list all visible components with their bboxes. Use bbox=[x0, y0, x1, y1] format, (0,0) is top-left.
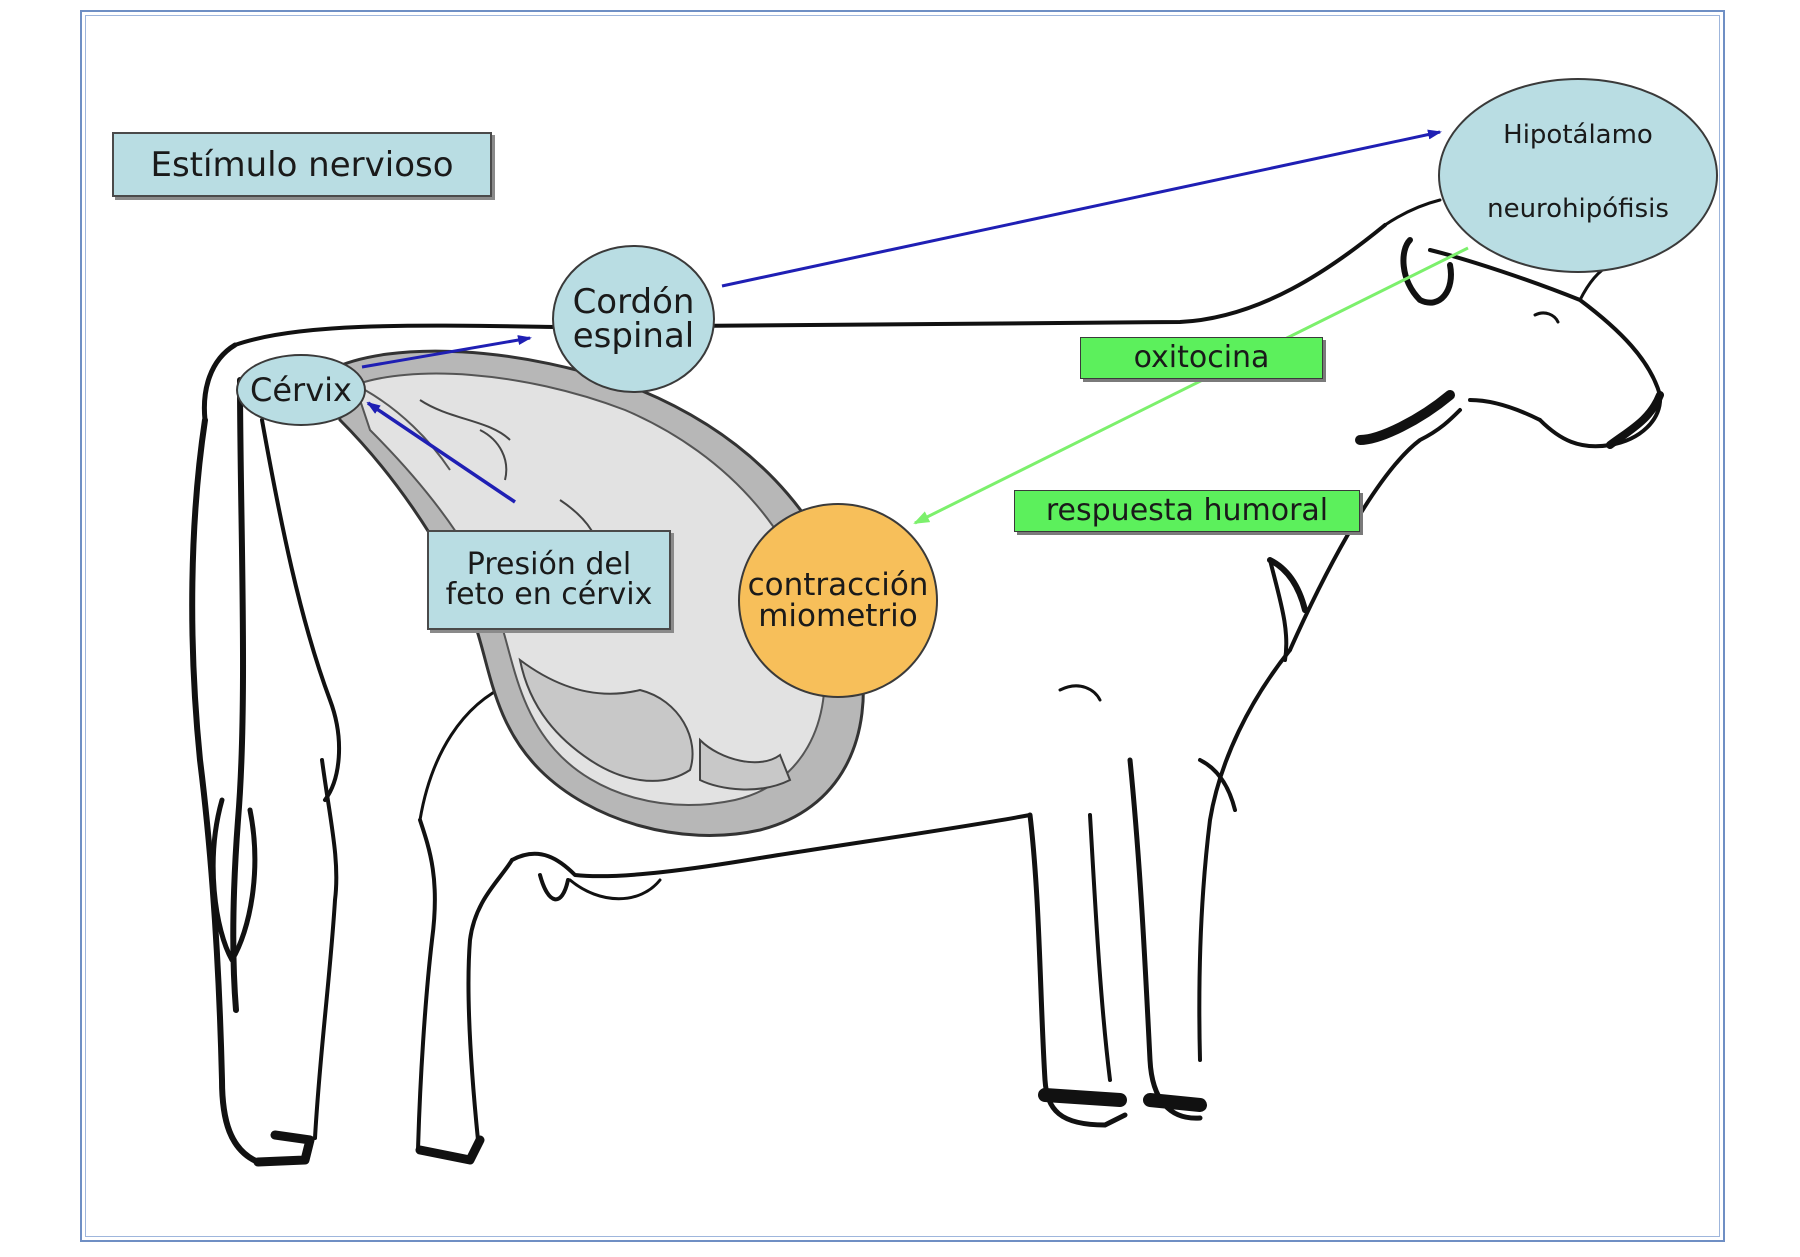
hypothalamus-node: Hipotálamo neurohipófisis bbox=[1438, 78, 1718, 273]
cow-outline-icon bbox=[189, 198, 1664, 1167]
oxytocin-arrow bbox=[913, 246, 1469, 525]
neurohypophysis-label: neurohipófisis bbox=[1487, 194, 1669, 224]
cervix-node: Cérvix bbox=[236, 354, 366, 426]
oxytocin-label: oxitocina bbox=[1080, 337, 1323, 379]
humoral-response-label: respuesta humoral bbox=[1014, 490, 1360, 532]
hypothalamus-label: Hipotálamo bbox=[1503, 120, 1653, 150]
nerve-arrows bbox=[361, 129, 1586, 504]
spinal-cord-node: Cordón espinal bbox=[552, 245, 715, 393]
stimulus-label: Estímulo nervioso bbox=[112, 132, 492, 197]
diagram-frame bbox=[80, 10, 1725, 1242]
fetal-pressure-label: Presión del feto en cérvix bbox=[427, 530, 671, 630]
myometrium-contraction-node: contracción miometrio bbox=[738, 503, 938, 698]
